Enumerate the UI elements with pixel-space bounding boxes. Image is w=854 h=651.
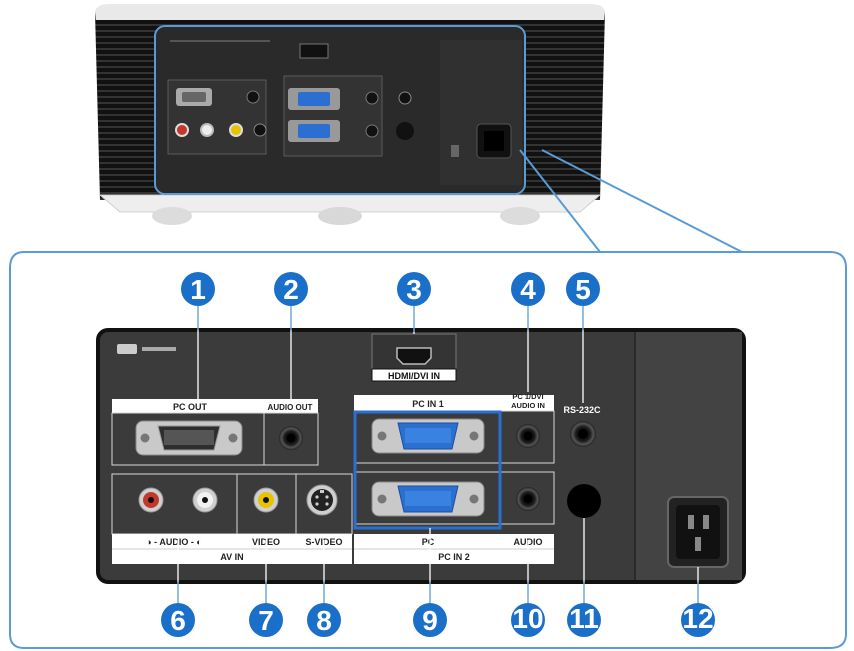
svg-text:4: 4 xyxy=(520,274,536,305)
hdmi-dvi-in-label: HDMI/DVI IN xyxy=(388,371,440,381)
svg-text:2: 2 xyxy=(283,274,299,305)
callout-2: 2 xyxy=(274,272,308,306)
callout-5: 5 xyxy=(566,272,600,306)
svg-text:5: 5 xyxy=(575,274,591,305)
callout-8: 8 xyxy=(307,603,341,637)
svg-text:8: 8 xyxy=(316,605,332,636)
audio-jack-icon xyxy=(516,424,540,448)
pc-label: PC xyxy=(422,537,435,547)
pc-in-1-label: PC IN 1 xyxy=(412,399,444,409)
pc-in-2-label: PC IN 2 xyxy=(438,552,470,562)
audio-jack-icon xyxy=(279,426,303,450)
svg-text:12: 12 xyxy=(682,603,713,634)
projector-photo xyxy=(95,4,605,225)
rca-jack-icon xyxy=(193,488,217,512)
vga-port-icon xyxy=(372,419,484,453)
svg-text:11: 11 xyxy=(569,603,599,634)
svg-text:9: 9 xyxy=(422,605,438,636)
rs232c-label: RS-232C xyxy=(563,405,601,415)
svg-text:7: 7 xyxy=(258,605,274,636)
s-video-port-icon xyxy=(307,485,337,515)
pc-dvi-audio-in-label-line2: AUDIO IN xyxy=(511,401,545,410)
callout-3: 3 xyxy=(397,272,431,306)
svg-text:10: 10 xyxy=(512,603,543,634)
svg-text:6: 6 xyxy=(170,605,186,636)
av-in-label: AV IN xyxy=(220,552,243,562)
audio-lr-label: ◑ - AUDIO - ◐ xyxy=(146,537,202,547)
callout-4: 4 xyxy=(511,272,545,306)
sensor-icon xyxy=(567,484,601,518)
callout-9: 9 xyxy=(413,603,447,637)
power-socket-icon xyxy=(668,497,728,567)
pc-dvi-audio-in-label-line1: PC 1/DVI xyxy=(512,392,543,401)
callout-6: 6 xyxy=(161,603,195,637)
callout-7: 7 xyxy=(249,603,283,637)
callout-11: 11 xyxy=(567,603,601,637)
svg-text:1: 1 xyxy=(190,274,206,305)
vga-port-icon xyxy=(136,421,242,455)
svg-text:3: 3 xyxy=(406,274,422,305)
callout-10: 10 xyxy=(511,603,545,637)
audio-jack-icon xyxy=(570,421,596,447)
callout-1: 1 xyxy=(181,272,215,306)
hdmi-port-icon xyxy=(397,348,431,364)
audio-jack-icon xyxy=(516,487,540,511)
rca-jack-icon xyxy=(139,488,163,512)
callout-12: 12 xyxy=(681,603,715,637)
audio-out-label: AUDIO OUT xyxy=(268,403,313,412)
pc-out-label: PC OUT xyxy=(173,402,208,412)
rca-jack-icon xyxy=(254,488,278,512)
vga-port-icon xyxy=(372,482,484,516)
